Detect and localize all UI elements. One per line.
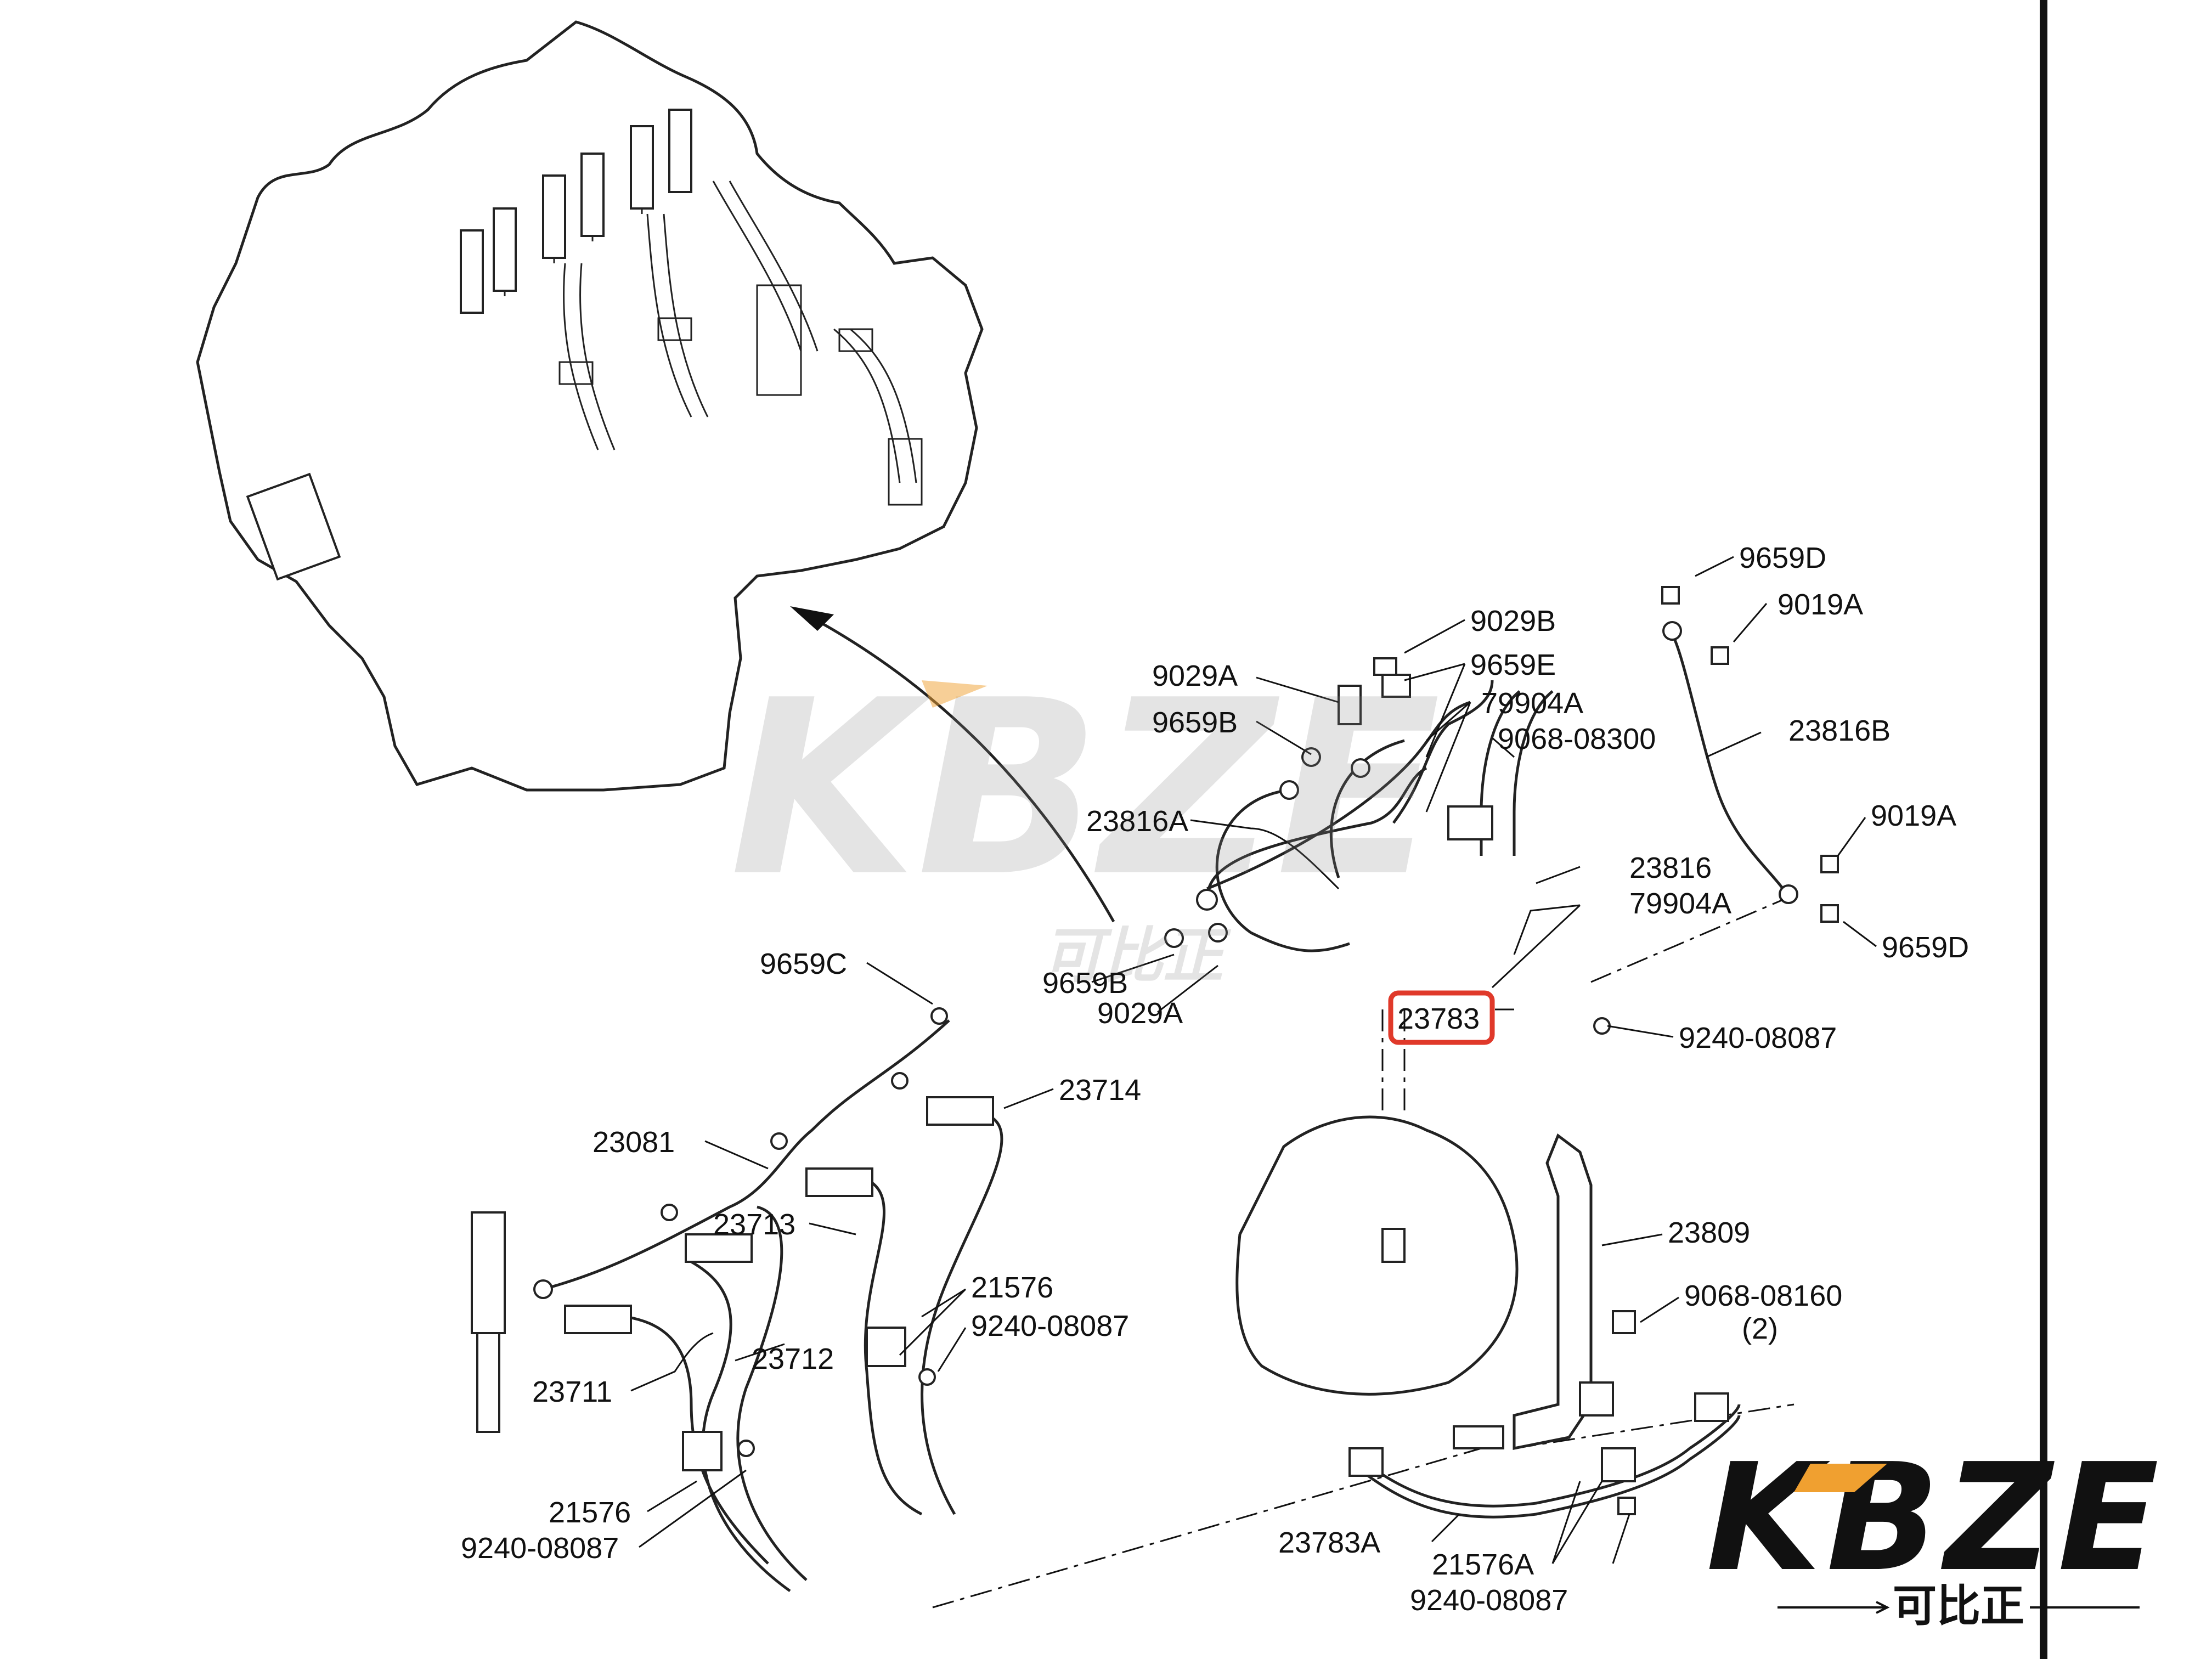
fuel-pipe-23816b <box>1661 586 1839 923</box>
part-labels: 9029B 9659E 79904A 9068-08300 9029A 9659… <box>461 541 1969 1617</box>
highlight-box-23783 <box>1388 990 1495 1045</box>
label-9659b-bot: 9659B <box>1042 967 1128 1000</box>
label-23712: 23712 <box>752 1342 834 1375</box>
label-9019a-bot: 9019A <box>1871 799 1956 832</box>
reference-arrow <box>794 607 1115 923</box>
label-79904a-top: 79904A <box>1481 687 1583 720</box>
reference-arrow-head <box>790 606 834 631</box>
logo-text: KBZE <box>1706 1431 2164 1604</box>
label-23081: 23081 <box>592 1126 675 1159</box>
label-9659b-top: 9659B <box>1152 706 1238 739</box>
fuel-pipe-assembly-upper <box>1164 657 1611 1035</box>
label-21576a: 21576A <box>1432 1548 1534 1581</box>
brand-logo: KBZE 可比正 <box>1706 1431 2164 1632</box>
label-23783a: 23783A <box>1278 1526 1380 1559</box>
label-23809: 23809 <box>1668 1216 1750 1249</box>
label-23783: 23783 <box>1397 1002 1480 1035</box>
page-border-bar <box>2040 0 2047 1659</box>
label-9659c: 9659C <box>760 947 847 980</box>
label-9240-08087-bottom: 9240-08087 <box>1410 1584 1568 1617</box>
label-9068-08300: 9068-08300 <box>1498 723 1656 755</box>
label-23713: 23713 <box>713 1208 795 1241</box>
label-9240-08087-right: 9240-08087 <box>1679 1022 1837 1054</box>
injector-pipe-assembly <box>471 1007 1003 1593</box>
label-9029a-bot: 9029A <box>1097 997 1183 1030</box>
label-79904a-mid: 79904A <box>1629 887 1731 920</box>
label-9240-08087-left: 9240-08087 <box>461 1532 619 1565</box>
label-23816b: 23816B <box>1788 714 1891 747</box>
pump-bracket-assembly <box>1235 1115 1741 1519</box>
label-21576-left: 21576 <box>549 1496 631 1529</box>
logo-accent <box>1794 1464 1887 1492</box>
center-watermark: KBZE 可比正 <box>730 648 1441 991</box>
label-9240-08087-mid: 9240-08087 <box>971 1310 1129 1342</box>
label-23816: 23816 <box>1629 851 1712 884</box>
label-9659d-top: 9659D <box>1739 541 1826 574</box>
label-23714: 23714 <box>1059 1074 1141 1107</box>
center-watermark-accent <box>922 680 988 708</box>
label-23816a: 23816A <box>1086 805 1188 838</box>
label-9068-08160-qty: (2) <box>1742 1312 1778 1345</box>
center-watermark-subtitle: 可比正 <box>1042 921 1232 991</box>
label-9659d-bot: 9659D <box>1882 931 1969 964</box>
label-9019a-top: 9019A <box>1778 588 1863 621</box>
engine-overview-illustration <box>196 20 984 792</box>
label-21576-right: 21576 <box>971 1271 1053 1304</box>
label-23711: 23711 <box>532 1375 612 1408</box>
logo-subtitle: 可比正 <box>1893 1581 2024 1632</box>
label-9029b: 9029B <box>1470 605 1556 637</box>
leader-lines <box>630 556 1877 1564</box>
label-9068-08160: 9068-08160 <box>1684 1279 1842 1312</box>
label-9029a-top: 9029A <box>1152 659 1238 692</box>
center-watermark-text: KBZE <box>730 648 1441 929</box>
label-9659e: 9659E <box>1470 648 1556 681</box>
